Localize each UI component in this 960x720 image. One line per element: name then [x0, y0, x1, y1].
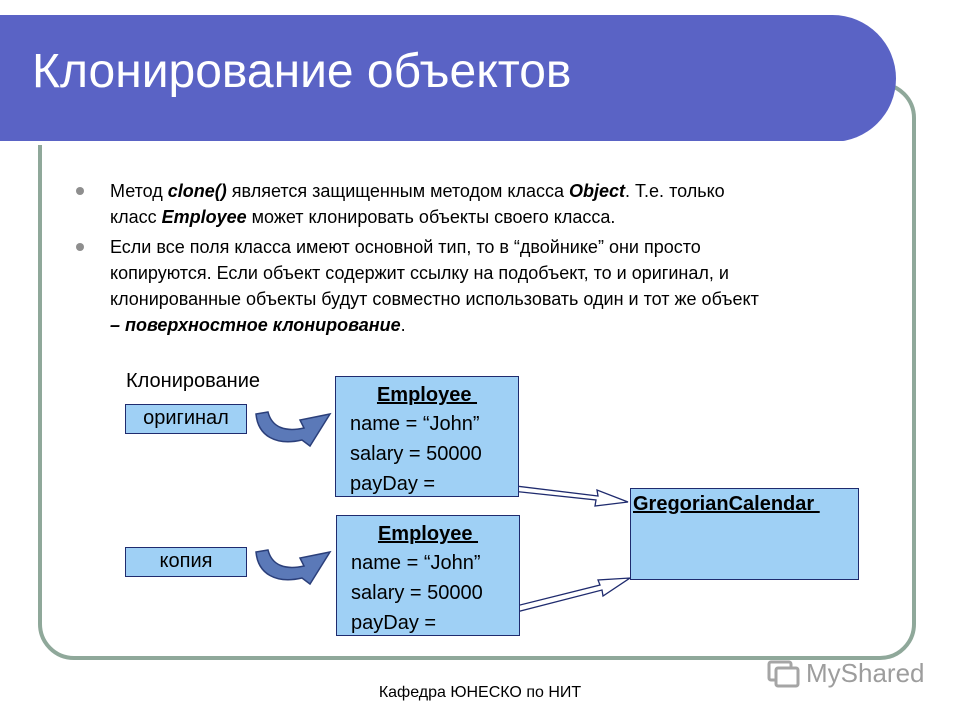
field-row: name = “John” — [350, 413, 480, 435]
text-run: . — [400, 315, 406, 335]
bullet-line: Метод clone() является защищенным методо… — [110, 178, 896, 204]
curved-arrow-icon — [255, 549, 332, 586]
bullet-line: Если все поля класса имеют основной тип,… — [110, 237, 701, 257]
watermark-text: MyShared — [806, 658, 925, 688]
slide-footer: Кафедра ЮНЕСКО по НИТ — [378, 684, 582, 701]
bullet-list: Метод clone() является защищенным методо… — [76, 178, 896, 342]
title-bar — [0, 15, 896, 145]
bullet-line: клонированные объекты будут совместно ис… — [110, 289, 759, 309]
text-run-emphasis: clone() — [167, 181, 227, 201]
text-run-emphasis: Object — [569, 181, 626, 201]
field-row: salary = 50000 — [350, 443, 482, 465]
class-header: Employee — [376, 384, 478, 406]
class-header: Employee — [377, 523, 479, 545]
bullet-line: класс Employee может клонировать объекты… — [110, 204, 896, 230]
class-header: GregorianCalendar — [633, 493, 820, 515]
gregorian-calendar-box: GregorianCalendar — [630, 488, 859, 580]
field-row: name = “John” — [351, 552, 481, 574]
original-label-box: оригинал — [125, 404, 247, 434]
title-underline — [0, 141, 846, 145]
bullet-line: копируются. Если объект содержит ссылку … — [110, 263, 729, 283]
watermark: MyShared — [766, 656, 926, 692]
field-row: salary = 50000 — [351, 582, 483, 604]
text-run: Метод — [110, 181, 168, 201]
text-run: является защищенным методом класса — [226, 181, 570, 201]
text-run-emphasis: – поверхностное клонирование — [110, 315, 401, 335]
text-run: класс — [110, 207, 162, 227]
text-run-emphasis: Employee — [161, 207, 247, 227]
bullet-dot-icon — [76, 187, 84, 195]
bullet-item: Если все поля класса имеют основной тип,… — [76, 234, 896, 338]
slide-title: Клонирование объектов — [32, 45, 572, 98]
bullet-line: – поверхностное клонирование. — [110, 312, 896, 338]
employee-copy-box: Employee name = “John” salary = 50000 pa… — [336, 515, 520, 636]
bullet-item: Метод clone() является защищенным методо… — [76, 178, 896, 230]
watermark-logo-icon — [767, 660, 800, 688]
text-run: может клонировать объекты своего класса. — [246, 207, 616, 227]
field-row: payDay = — [351, 612, 437, 634]
employee-original-box: Employee name = “John” salary = 50000 pa… — [335, 376, 519, 497]
curved-arrow-icon — [255, 411, 332, 448]
text-run: . Т.е. только — [625, 181, 725, 201]
field-row: payDay = — [350, 473, 436, 495]
diagram-caption: Клонирование — [126, 370, 260, 392]
copy-label-box: копия — [125, 547, 247, 577]
bullet-dot-icon — [76, 243, 84, 251]
